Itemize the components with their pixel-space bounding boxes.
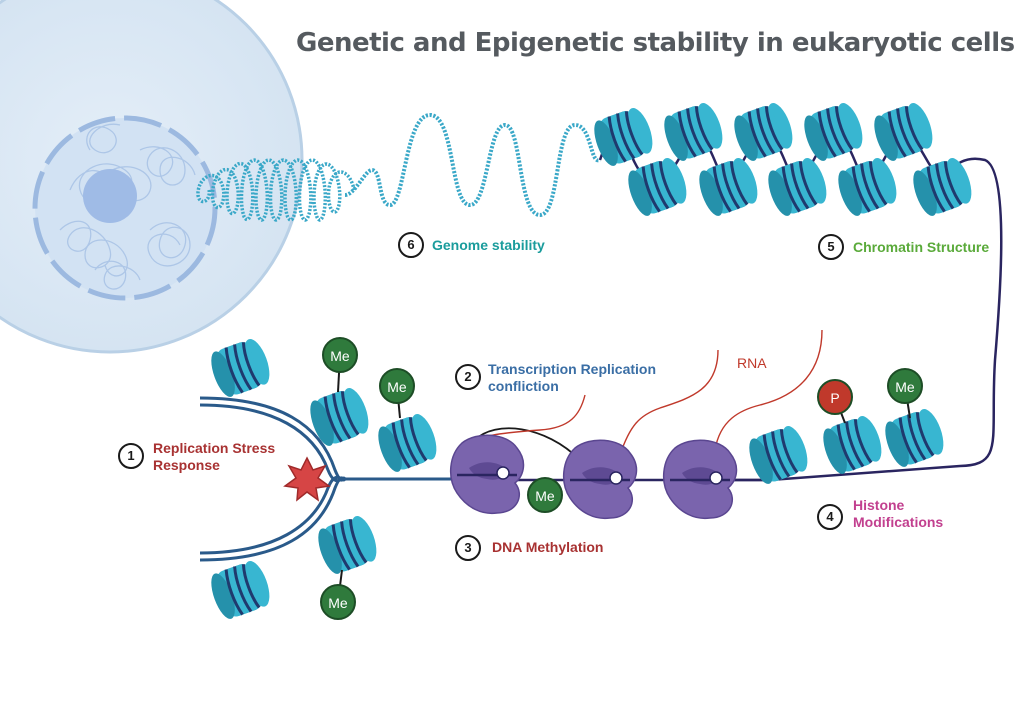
nucleolus xyxy=(83,169,137,223)
strand-nucleosome-5 xyxy=(211,561,270,619)
rna-polymerase-2 xyxy=(563,439,638,520)
chromatin-nucleosome-9 xyxy=(838,158,897,216)
label-replication-stress-line1: Replication Stress xyxy=(153,440,276,456)
dna-coil xyxy=(196,158,356,222)
rna-polymerases xyxy=(450,434,738,520)
methyl-mark-2-text: Me xyxy=(387,379,407,395)
label-transcription-conflict: Transcription Replication confliction xyxy=(488,361,656,395)
number-badge-5: 5 xyxy=(818,234,844,260)
label-histone-modifications: Histone Modifications xyxy=(853,497,943,531)
rna-polymerase-3 xyxy=(663,439,738,520)
label-histone-line1: Histone xyxy=(853,497,905,513)
label-chromatin-structure: Chromatin Structure xyxy=(853,239,990,255)
label-dna-methylation: DNA Methylation xyxy=(492,539,604,555)
number-badge-4: 4 xyxy=(817,504,843,530)
number-badge-1: 1 xyxy=(118,443,144,469)
chromatin-nucleosome-3 xyxy=(734,103,793,161)
chromatin-nucleosome-10 xyxy=(913,158,972,216)
methyl-mark-4-text: Me xyxy=(535,488,555,504)
phospho-mark: P xyxy=(817,379,853,424)
number-badge-3: 3 xyxy=(455,535,481,561)
chromatin-nucleosome-2 xyxy=(664,103,723,161)
strand-nucleosome-7 xyxy=(823,416,882,474)
methyl-mark-5-text: Me xyxy=(895,379,915,395)
number-badge-6: 6 xyxy=(398,232,424,258)
chromatin-nucleosome-1 xyxy=(594,108,653,166)
phospho-mark-text: P xyxy=(830,390,839,406)
strand-nucleosome-3 xyxy=(378,414,437,472)
label-replication-stress: Replication Stress Response xyxy=(153,440,275,474)
methyl-mark-1: Me xyxy=(322,337,358,393)
label-replication-stress-line2: Response xyxy=(153,457,220,473)
number-badge-2: 2 xyxy=(455,364,481,390)
strand-nucleosome-8 xyxy=(885,409,944,467)
rna-polymerase-1 xyxy=(450,434,525,515)
strand-nucleosome-2 xyxy=(310,388,369,446)
rna-label: RNA xyxy=(737,355,767,371)
diagram-title: Genetic and Epigenetic stability in euka… xyxy=(296,28,1015,58)
methyl-mark-2: Me xyxy=(379,368,415,419)
chromatin-nucleosome-5 xyxy=(874,103,933,161)
chromatin-nucleosome-4 xyxy=(804,103,863,161)
chromatin-nucleosomes xyxy=(594,103,972,216)
dna-relaxed-strand xyxy=(344,112,601,218)
methyl-mark-3: Me xyxy=(320,569,356,620)
chromatin-nucleosome-8 xyxy=(768,158,827,216)
nucleus xyxy=(32,115,218,301)
methyl-mark-4: Me xyxy=(527,477,563,513)
chromatin-nucleosome-6 xyxy=(628,158,687,216)
label-histone-line2: Modifications xyxy=(853,514,944,530)
fork-nucleosomes xyxy=(211,339,944,619)
methyl-mark-3-text: Me xyxy=(328,595,348,611)
replication-fork xyxy=(199,396,470,562)
methyl-mark-1-text: Me xyxy=(330,348,350,364)
label-transcription-conflict-line1: Transcription Replication xyxy=(488,361,657,377)
strand-nucleosome-4 xyxy=(318,516,377,574)
methyl-mark-5: Me xyxy=(887,368,923,419)
chromatin-nucleosome-7 xyxy=(699,158,758,216)
label-genome-stability: Genome stability xyxy=(432,237,545,253)
label-transcription-conflict-line2: confliction xyxy=(488,378,559,394)
replication-stress-star xyxy=(283,456,331,502)
strand-nucleosome-1 xyxy=(211,339,270,397)
strand-nucleosome-6 xyxy=(749,426,808,484)
transcript-loop xyxy=(474,427,581,461)
